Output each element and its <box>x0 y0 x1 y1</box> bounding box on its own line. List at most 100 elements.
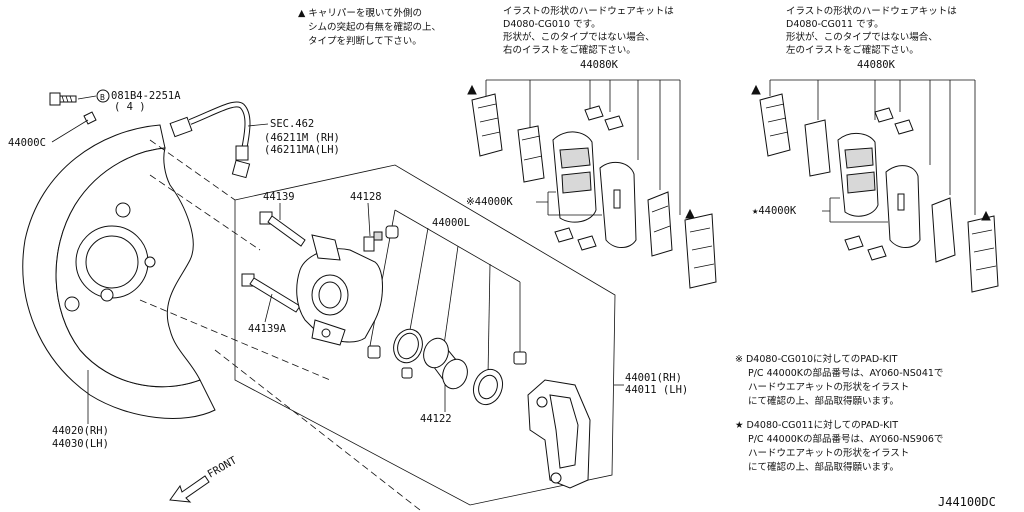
bolt-symbol-b <box>96 89 110 103</box>
washer <box>83 111 97 125</box>
legend-line: ハードウエアキットの形状をイラスト <box>748 381 909 393</box>
note-line: イラストの形状のハードウェアキットは <box>503 5 674 17</box>
hose-fitting <box>169 116 193 138</box>
brake-hose <box>169 101 251 179</box>
legend-line: P/C 44000Kの部品番号は、AY060-NS041で <box>748 367 943 379</box>
triangle-marker <box>467 84 477 95</box>
label-sec462: SEC.462 <box>270 118 314 130</box>
bleeder-cap <box>373 231 383 241</box>
hose-banjo <box>231 159 251 179</box>
legend-kit1: ※ D4080-CG010に対してのPAD-KIT P/C 44000Kの部品番… <box>735 353 943 407</box>
kit1-note: イラストの形状のハードウェアキットは D4080-CG010 です。 形状が、こ… <box>503 5 674 56</box>
mount-hole <box>100 288 114 302</box>
legend-line: にて確認の上、部品取得願います。 <box>748 461 899 473</box>
bolt-081b4: B 081B4-2251A ( 4 ) <box>49 89 181 125</box>
backing-plate <box>22 124 216 419</box>
support-window <box>549 394 579 469</box>
arrow-icon <box>169 475 210 503</box>
mount-hole <box>115 202 131 218</box>
label-front: FRONT <box>206 454 240 481</box>
label-44000c: 44000C <box>8 137 46 149</box>
seal-kit-bracket <box>394 209 521 283</box>
piston-bore-inner <box>318 281 342 309</box>
kit1-clips <box>554 105 624 251</box>
piston-44122 <box>423 337 468 390</box>
label-kit1-44080k: 44080K <box>580 59 619 71</box>
kit1-shim-left <box>471 93 503 157</box>
guide-pin-44139 <box>259 211 306 247</box>
legend-line: ハードウエアキットの形状をイラスト <box>748 447 909 459</box>
mount-hole <box>64 296 80 312</box>
caliper-assembly-frame <box>234 164 616 506</box>
note-line: 右のイラストをご確認下さい。 <box>503 44 636 56</box>
kit1-pad-outer <box>599 161 637 248</box>
note-line: イラストの形状のハードウェアキットは <box>786 5 957 17</box>
label-sec-lh: (46211MA(LH) <box>264 144 340 156</box>
label-44020: 44020(RH) <box>52 425 109 437</box>
triangle-marker <box>751 84 761 95</box>
label-44030: 44030(LH) <box>52 438 109 450</box>
label-sec-rh: (46211M (RH) <box>264 132 340 144</box>
kit1-shim-right <box>647 191 673 257</box>
front-arrow: FRONT <box>169 454 240 503</box>
bleeder-dust-cap <box>385 225 399 239</box>
svg-text:B: B <box>100 93 105 102</box>
bolt-head <box>49 92 61 106</box>
kit1-pad-clip <box>517 125 545 183</box>
bolt-part-number: 081B4-2251A <box>111 90 181 102</box>
note-line: シムの突起の有無を確認の上、 <box>308 21 441 33</box>
nut <box>367 345 527 379</box>
hose-end <box>235 145 249 161</box>
triangle-marker <box>685 208 695 219</box>
legend-line: ★ D4080-CG011に対してのPAD-KIT <box>735 419 898 431</box>
legend-line: にて確認の上、部品取得願います。 <box>748 395 899 407</box>
kit2-note: イラストの形状のハードウェアキットは D4080-CG011 です。 形状が、こ… <box>786 5 957 56</box>
caliper-note: ▲ キャリパーを覗いて外側の シムの突起の有無を確認の上、 タイプを判断して下さ… <box>298 7 441 47</box>
kit2-shim-right <box>931 197 956 263</box>
note-line: D4080-CG010 です。 <box>503 19 601 30</box>
note-line: D4080-CG011 です。 <box>786 19 884 30</box>
note-line: 左のイラストをご確認下さい。 <box>786 44 919 56</box>
kit2-pad-inner <box>837 133 879 217</box>
legend-line: P/C 44000Kの部品番号は、AY060-NS906で <box>748 433 943 445</box>
legend-line: ※ D4080-CG010に対してのPAD-KIT <box>735 353 898 365</box>
note-line: 形状が、このタイプではない場合、 <box>503 31 655 43</box>
label-44139a: 44139A <box>248 323 287 335</box>
note-line: 形状が、このタイプではない場合、 <box>786 31 938 43</box>
kit2-shim-far <box>967 215 999 293</box>
note-line: ▲ キャリパーを覗いて外側の <box>298 7 422 19</box>
kit1-shim-far <box>684 213 717 289</box>
label-44001: 44001(RH) <box>625 372 682 384</box>
pin-shank <box>267 215 306 247</box>
label-44128: 44128 <box>350 191 382 203</box>
caliper-body <box>296 234 383 346</box>
bleeder-body <box>363 236 375 252</box>
guide-pin-44139a <box>241 273 301 313</box>
hub-inner <box>85 235 139 289</box>
mount-hole <box>144 256 156 268</box>
kit2-clips <box>844 107 914 261</box>
triangle-marker <box>981 210 991 221</box>
label-pad-kit1: ※44000K <box>466 196 513 208</box>
caliper-support <box>527 379 591 489</box>
label-44122: 44122 <box>420 413 452 425</box>
note-line: タイプを判断して下さい。 <box>308 35 422 47</box>
legend-kit2: ★ D4080-CG011に対してのPAD-KIT P/C 44000Kの部品番… <box>735 419 943 473</box>
pin-shank <box>249 277 301 313</box>
label-pad-kit2: ★44000K <box>752 205 797 217</box>
dust-boot <box>472 368 504 406</box>
label-44011: 44011 (LH) <box>625 384 688 396</box>
piston-seal <box>393 328 423 364</box>
label-kit2-44080k: 44080K <box>857 59 896 71</box>
kit2-pad-clip <box>804 119 831 177</box>
bleeder-44128 <box>363 225 399 252</box>
bolt-thread <box>61 95 73 103</box>
diagram-id: J44100DC <box>938 495 996 509</box>
label-44139: 44139 <box>263 191 295 203</box>
caliper-ear <box>311 234 341 261</box>
bolt-quantity: ( 4 ) <box>114 101 146 113</box>
kit2-shim-left <box>759 93 791 157</box>
label-44000l: 44000L <box>432 217 470 229</box>
